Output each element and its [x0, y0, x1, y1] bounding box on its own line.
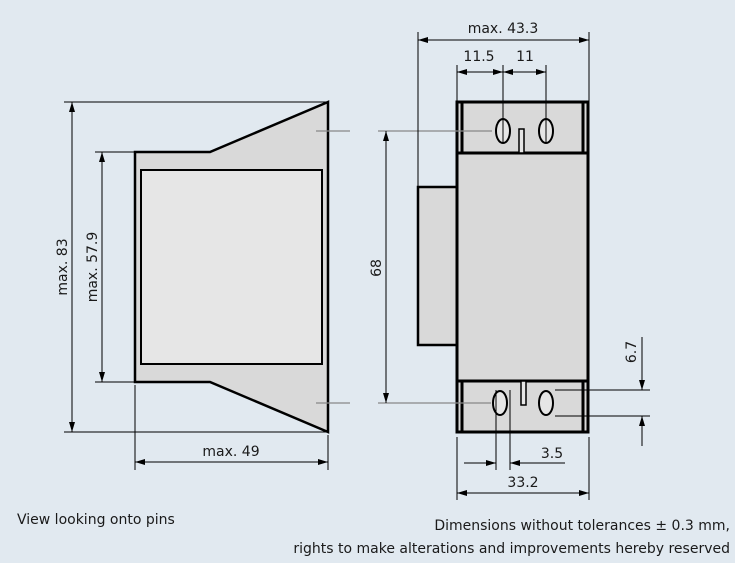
key-slot [518, 128, 525, 154]
dim-height-total-label: max. 83 [55, 238, 71, 295]
pin-view: 68 max. 43.3 11.5 11 6.7 3.5 33.2 [369, 21, 650, 500]
dim-pin-spacing-label: 68 [369, 259, 385, 277]
dim-pin-offset-2-label: 11 [516, 49, 534, 65]
dim-body-width-label: 33.2 [507, 475, 538, 491]
dim-pin-length-label: 6.7 [624, 341, 640, 363]
pin-view-body [455, 100, 590, 434]
dim-height-inner-label: max. 57.9 [85, 232, 101, 303]
dim-width-total-label: max. 43.3 [468, 21, 539, 37]
mounting-flange [416, 185, 459, 347]
view-note: View looking onto pins [17, 512, 175, 528]
disclaimer-line-2: rights to make alterations and improveme… [293, 541, 730, 557]
dim-depth-label: max. 49 [202, 444, 259, 460]
disclaimer-line-1: Dimensions without tolerances ± 0.3 mm, [434, 518, 730, 534]
key-slot [520, 380, 527, 406]
dim-pin-offset-1-label: 11.5 [463, 49, 494, 65]
side-view-inner-panel [140, 169, 323, 365]
pin-icon [492, 390, 508, 416]
side-view: max. 83 max. 57.9 max. 49 [55, 100, 350, 470]
pin-icon [538, 390, 554, 416]
dim-pin-width-label: 3.5 [541, 446, 563, 462]
